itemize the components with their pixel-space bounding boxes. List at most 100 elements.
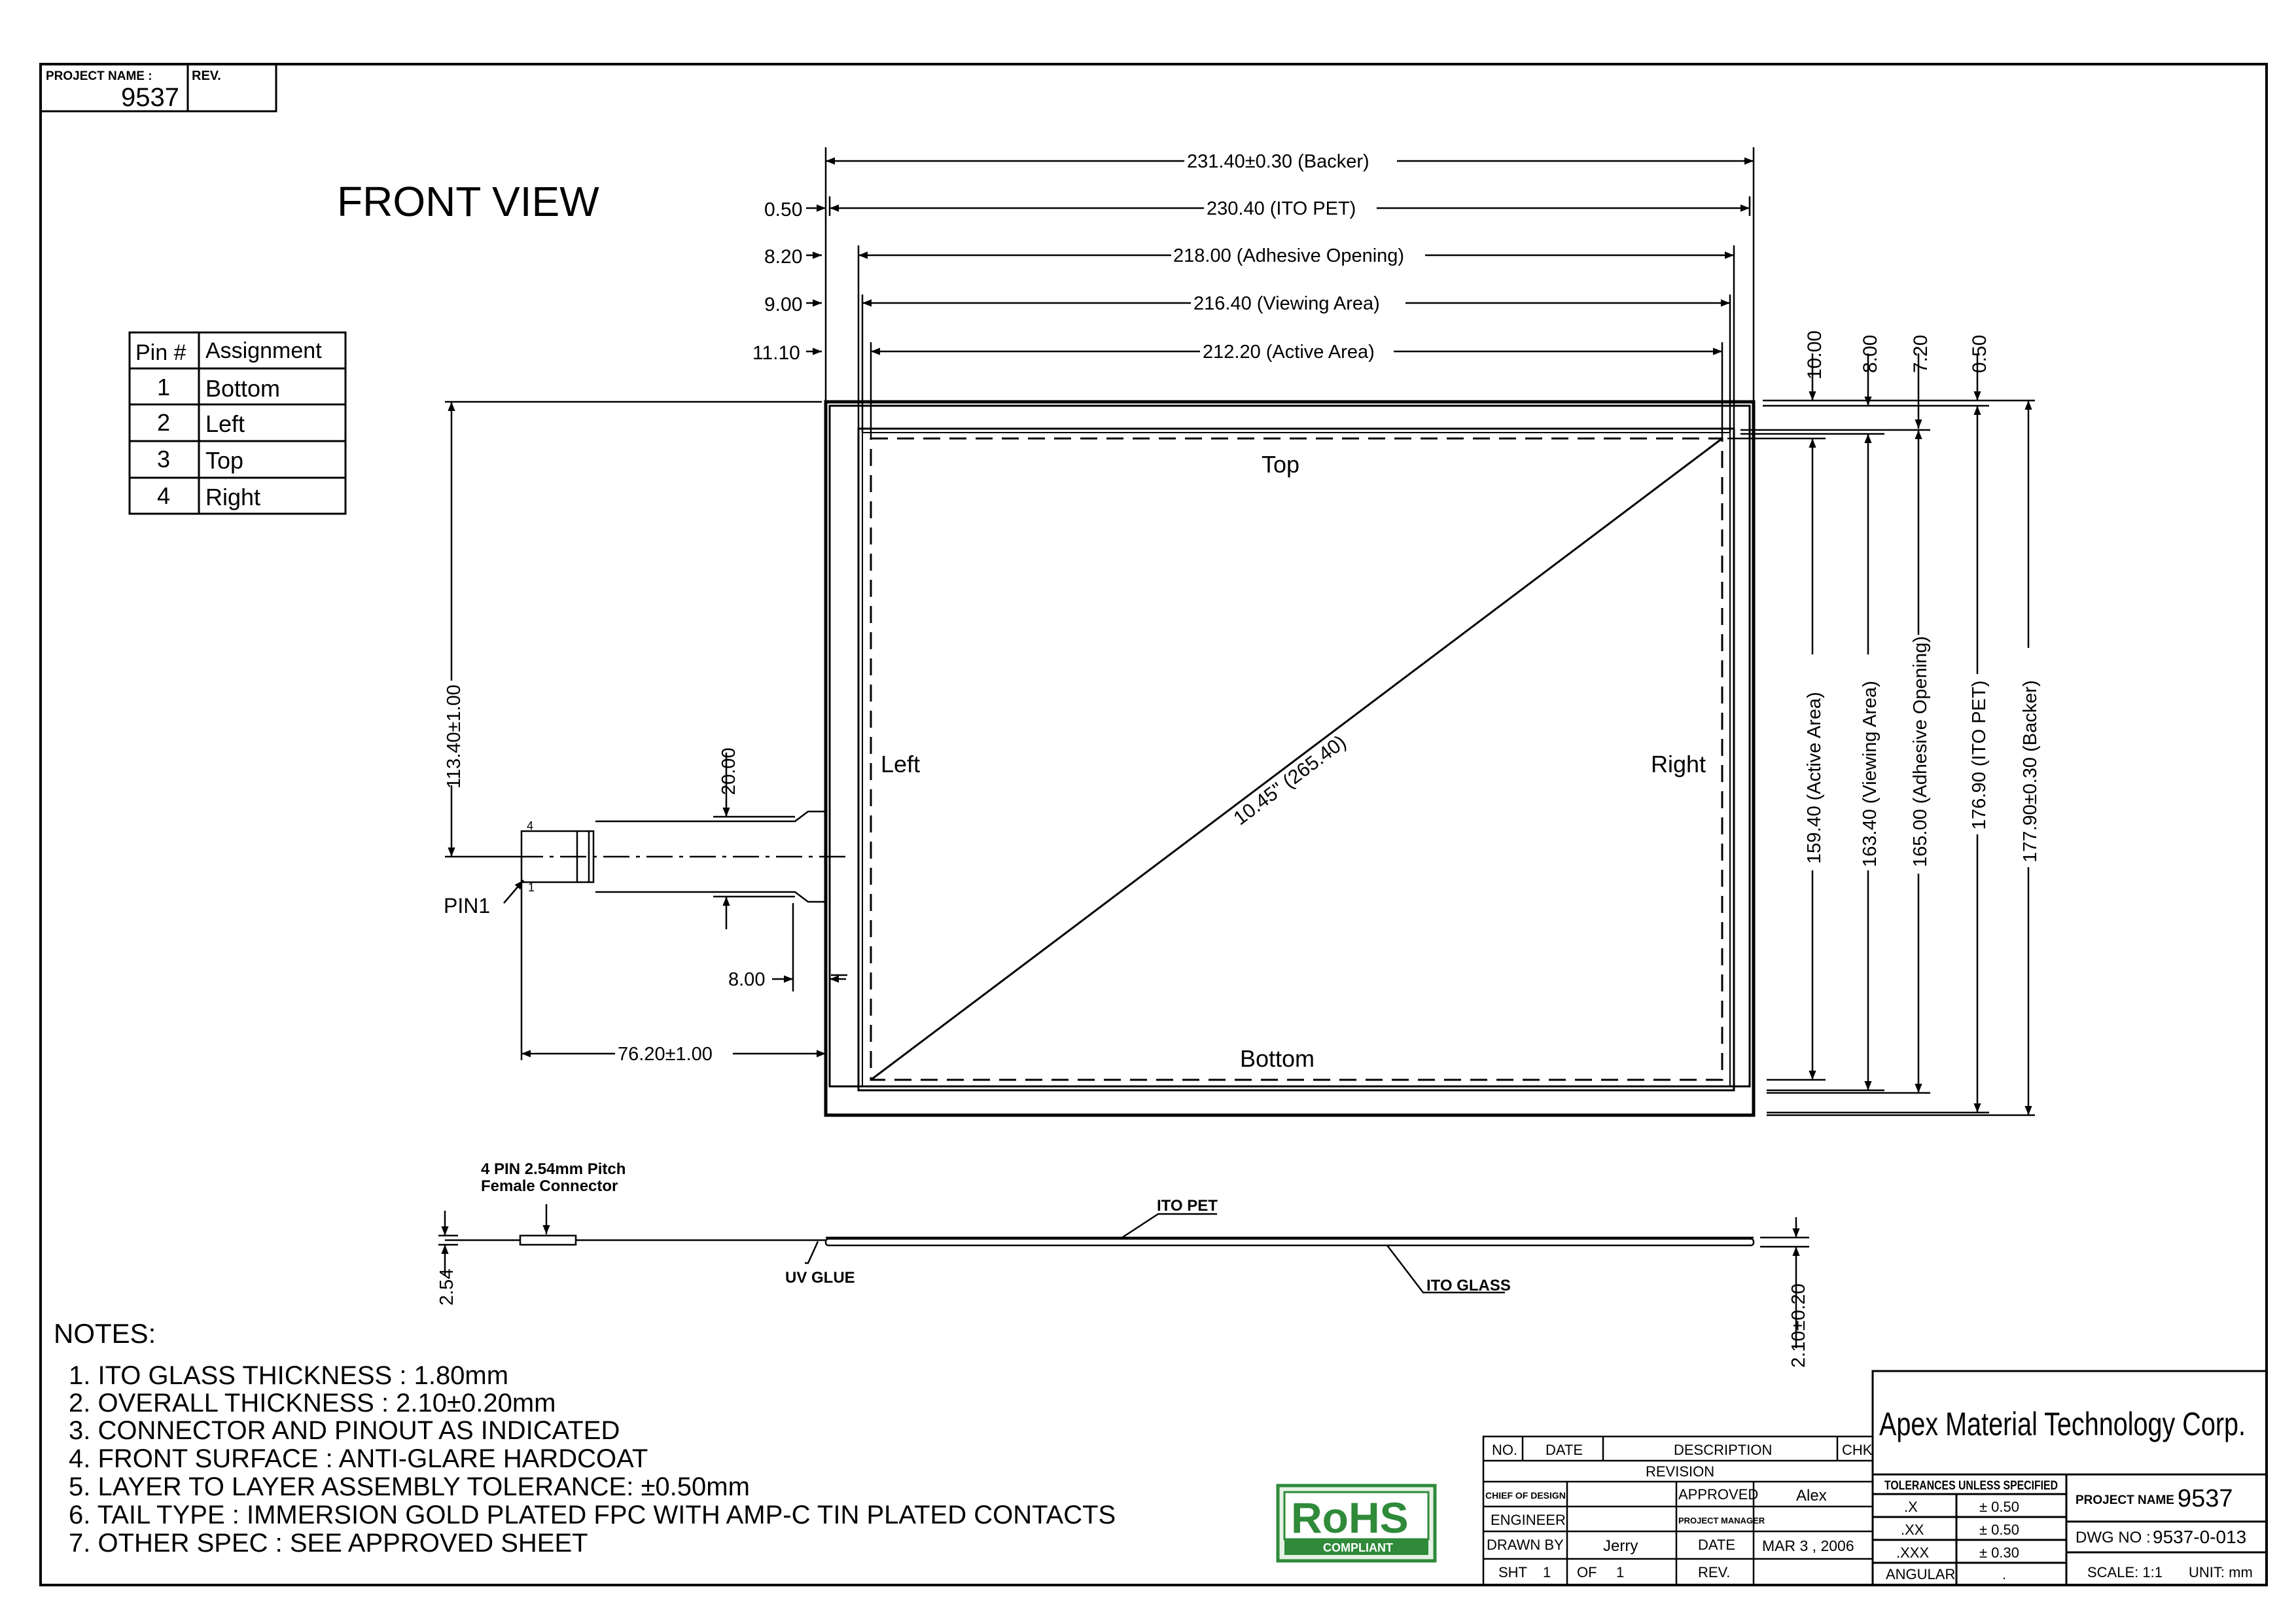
chief-of-design-label: CHIEF OF DESIGN xyxy=(1485,1490,1566,1501)
pin-table-cell-pin: 4 xyxy=(157,482,170,509)
dim-right-offset-720: 7.20 xyxy=(1910,335,1932,373)
dim-connector-height: 2.54 xyxy=(436,1269,457,1306)
panel-outlines xyxy=(824,400,1756,1117)
company-project-name-label: PROJECT NAME : xyxy=(2075,1493,2182,1507)
revision-block xyxy=(1482,1435,1874,1586)
dim-backer-width: 231.40±0.30 (Backer) xyxy=(1187,151,1369,172)
dim-total-thickness: 2.10±0.20 xyxy=(1788,1283,1809,1368)
ito-pet-label: ITO PET xyxy=(1157,1197,1218,1215)
rev-description-header: DESCRIPTION xyxy=(1674,1442,1772,1458)
panel-label-top: Top xyxy=(1262,451,1299,478)
pin-table-header-pin: Pin # xyxy=(135,340,186,365)
tolerance-value: ± 0.50 xyxy=(1979,1499,2019,1515)
dim-right-offset-800: 8.00 xyxy=(1860,335,1881,373)
panel-label-right: Right xyxy=(1651,751,1706,777)
sht-value: 1 xyxy=(1543,1564,1551,1580)
pin-marker-1: 1 xyxy=(528,881,535,894)
company-name: Apex Material Technology Corp. xyxy=(1879,1406,2246,1442)
date-label: DATE xyxy=(1698,1537,1735,1553)
tail-fpc xyxy=(445,401,851,1060)
dim-offset-900: 9.00 xyxy=(764,294,802,315)
connector-note-line1: 4 PIN 2.54mm Pitch xyxy=(481,1160,626,1178)
rohs-logo-text: RoHS xyxy=(1291,1493,1409,1542)
project-name-value: 9537 xyxy=(121,83,179,112)
pin-table-cell-pin: 3 xyxy=(157,446,170,473)
right-dimensions xyxy=(1727,353,2035,1116)
dim-adhesive-width: 218.00 (Adhesive Opening) xyxy=(1173,245,1404,266)
dim-adhesive-height: 165.00 (Adhesive Opening) xyxy=(1910,636,1931,867)
backer-outline xyxy=(824,400,1756,1117)
engineer-label: ENGINEER xyxy=(1491,1512,1566,1528)
company-project-name-value: 9537 xyxy=(2178,1485,2233,1512)
dim-ito-pet-height: 176.90 (ITO PET) xyxy=(1969,681,1990,830)
dim-active-width: 212.20 (Active Area) xyxy=(1203,342,1375,363)
pin-table-header-assignment: Assignment xyxy=(205,338,322,363)
top-title-block: PROJECT NAME : 9537 REV. xyxy=(39,63,277,113)
project-name-label: PROJECT NAME : xyxy=(46,69,152,83)
pin-table-cell-assignment: Top xyxy=(205,447,243,474)
dim-tail-position: 113.40±1.00 xyxy=(444,685,465,789)
pin-table-cell-assignment: Left xyxy=(205,410,245,437)
revision-label: REVISION xyxy=(1646,1463,1714,1480)
uv-glue-label: UV GLUE xyxy=(785,1269,855,1287)
adhesive-outline xyxy=(857,427,1735,1092)
drawn-by-label: DRAWN BY xyxy=(1487,1537,1564,1553)
of-value: 1 xyxy=(1616,1564,1624,1580)
notes-heading: NOTES: xyxy=(54,1318,156,1349)
panel-label-bottom: Bottom xyxy=(1240,1045,1315,1072)
tolerance-value: ± 0.30 xyxy=(1979,1544,2019,1561)
connector-note-line2: Female Connector xyxy=(481,1177,618,1195)
view-title: FRONT VIEW xyxy=(337,178,599,225)
rohs-logo: RoHS COMPLIANT xyxy=(1276,1484,1437,1563)
drawn-by-value: Jerry xyxy=(1603,1537,1638,1555)
dim-active-height: 159.40 (Active Area) xyxy=(1804,692,1825,864)
pin-marker-4: 4 xyxy=(527,819,533,832)
drawing-border xyxy=(39,63,2268,1586)
side-view xyxy=(438,1204,1809,1348)
rev-no-header: NO. xyxy=(1492,1442,1517,1458)
ito-glass-label: ITO GLASS xyxy=(1426,1277,1511,1294)
pin1-label: PIN1 xyxy=(444,894,490,918)
diagonal-label: 10.45" (265.40) xyxy=(1229,731,1350,829)
rohs-sub-text: COMPLIANT xyxy=(1323,1541,1393,1554)
note-item: 7. OTHER SPEC : SEE APPROVED SHEET xyxy=(69,1529,588,1558)
dim-tail-gap: 8.00 xyxy=(728,969,765,990)
approved-label: APPROVED xyxy=(1678,1486,1758,1503)
scale-label: SCALE: 1:1 xyxy=(2087,1564,2163,1580)
unit-label: UNIT: mm xyxy=(2189,1564,2253,1580)
project-manager-label: PROJECT MANAGER xyxy=(1678,1516,1765,1525)
pin-table xyxy=(128,331,347,515)
pin-table-cell-assignment: Bottom xyxy=(205,375,280,402)
tolerance-label: ANGULAR xyxy=(1886,1566,1955,1582)
tolerance-label: .XX xyxy=(1901,1522,1924,1538)
sht-label: SHT xyxy=(1498,1564,1527,1580)
note-item: 6. TAIL TYPE : IMMERSION GOLD PLATED FPC… xyxy=(69,1501,1116,1529)
dim-ito-pet-width: 230.40 (ITO PET) xyxy=(1207,198,1356,219)
dwg-no-label: DWG NO : xyxy=(2075,1529,2151,1546)
tolerance-value: . xyxy=(2002,1566,2006,1582)
dim-viewing-height: 163.40 (Viewing Area) xyxy=(1860,681,1881,867)
pin-table-cell-pin: 2 xyxy=(157,409,170,436)
dim-backer-height: 177.90±0.30 (Backer) xyxy=(2020,680,2041,863)
rev-label: REV. xyxy=(192,69,221,83)
of-label: OF xyxy=(1577,1564,1597,1580)
rev-chk-header: CHK xyxy=(1842,1442,1873,1458)
dwg-no-value: 9537-0-013 xyxy=(2153,1527,2246,1547)
rev-label-bottom: REV. xyxy=(1698,1564,1730,1580)
tolerance-label: .X xyxy=(1904,1499,1918,1515)
dim-offset-050: 0.50 xyxy=(764,199,802,221)
date-value: MAR 3 , 2006 xyxy=(1762,1537,1854,1554)
company-block xyxy=(1871,1370,2268,1586)
dim-offset-1110: 11.10 xyxy=(752,342,800,364)
diagonal-line xyxy=(870,437,1723,1081)
dim-tail-width: 20.00 xyxy=(718,747,739,795)
dim-right-offset-1000: 10.00 xyxy=(1804,330,1826,380)
dim-tail-length: 76.20±1.00 xyxy=(618,1044,713,1065)
dim-offset-820: 8.20 xyxy=(764,246,802,268)
approved-by-value: Alex xyxy=(1796,1487,1827,1505)
active-area-outline xyxy=(870,437,1723,1081)
tolerance-value: ± 0.50 xyxy=(1979,1522,2019,1538)
dim-right-offset-050: 0.50 xyxy=(1969,335,1990,373)
note-item: 5. LAYER TO LAYER ASSEMBLY TOLERANCE: ±0… xyxy=(69,1472,750,1501)
